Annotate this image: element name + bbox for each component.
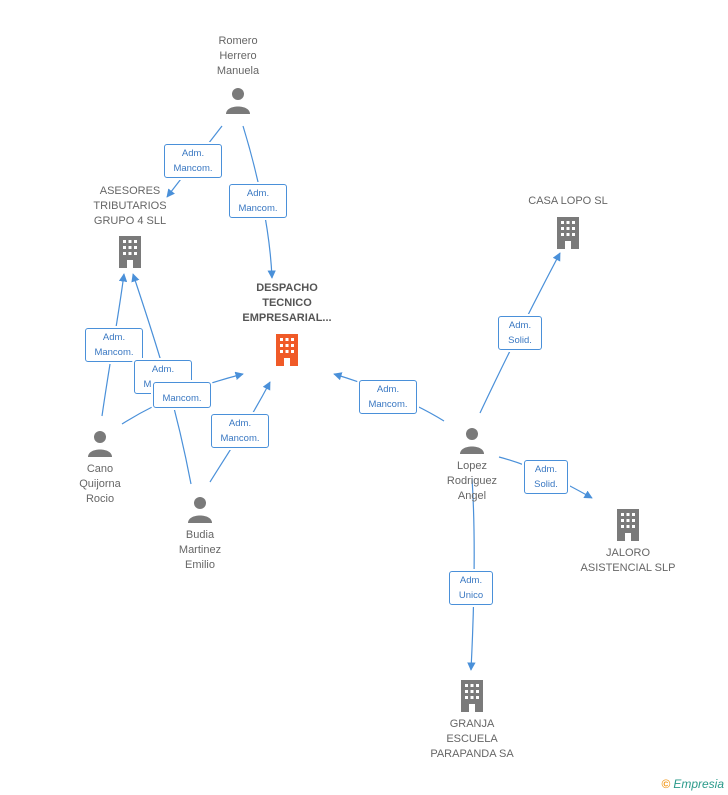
node-asesores[interactable]: ASESORES TRIBUTARIOS GRUPO 4 SLL xyxy=(80,184,180,270)
building-icon xyxy=(276,334,298,366)
person-icon xyxy=(460,428,484,454)
brand-name: Empresia xyxy=(673,777,724,791)
node-lopez[interactable]: Lopez Rodriguez Angel xyxy=(432,425,512,504)
person-icon xyxy=(88,431,112,457)
node-label: Romero Herrero Manuela xyxy=(216,35,260,77)
role-badge[interactable]: Adm. Solid. xyxy=(498,316,542,350)
node-label: ASESORES TRIBUTARIOS GRUPO 4 SLL xyxy=(93,185,167,227)
node-casa-lopo[interactable]: CASA LOPO SL xyxy=(518,194,618,251)
brand-watermark: ©Empresia xyxy=(661,777,724,791)
person-icon xyxy=(188,497,212,523)
copyright-icon: © xyxy=(661,777,671,791)
node-label: GRANJA ESCUELA PARAPANDA SA xyxy=(430,718,514,760)
role-badge[interactable]: Adm. Mancom. xyxy=(211,414,269,448)
role-badge[interactable]: Adm. Solid. xyxy=(524,460,568,494)
node-jaloro[interactable]: JALORO ASISTENCIAL SLP xyxy=(576,507,680,576)
node-label: DESPACHO TECNICO EMPRESARIAL... xyxy=(242,282,332,324)
role-badge[interactable]: Mancom. xyxy=(153,382,211,408)
node-budia[interactable]: Budia Martinez Emilio xyxy=(160,494,240,573)
node-label: Budia Martinez Emilio xyxy=(178,529,222,571)
building-icon xyxy=(119,236,141,268)
role-badge[interactable]: Adm. Unico xyxy=(449,571,493,605)
node-label: JALORO ASISTENCIAL SLP xyxy=(580,547,676,574)
building-icon xyxy=(617,509,639,541)
node-label: Lopez Rodriguez Angel xyxy=(446,460,498,502)
node-label: CASA LOPO SL xyxy=(528,195,608,207)
node-romero[interactable]: Romero Herrero Manuela xyxy=(198,34,278,115)
role-badge[interactable]: Adm. Mancom. xyxy=(85,328,143,362)
role-badge[interactable]: Adm. Mancom. xyxy=(229,184,287,218)
person-icon xyxy=(226,88,250,114)
node-cano[interactable]: Cano Quijorna Rocio xyxy=(60,428,140,507)
building-icon xyxy=(461,680,483,712)
node-label: Cano Quijorna Rocio xyxy=(79,463,121,505)
building-icon xyxy=(557,217,579,249)
role-badge[interactable]: Adm. Mancom. xyxy=(164,144,222,178)
node-despacho[interactable]: DESPACHO TECNICO EMPRESARIAL... xyxy=(232,281,342,368)
role-badge[interactable]: Adm. Mancom. xyxy=(359,380,417,414)
node-granja[interactable]: GRANJA ESCUELA PARAPANDA SA xyxy=(418,678,526,762)
